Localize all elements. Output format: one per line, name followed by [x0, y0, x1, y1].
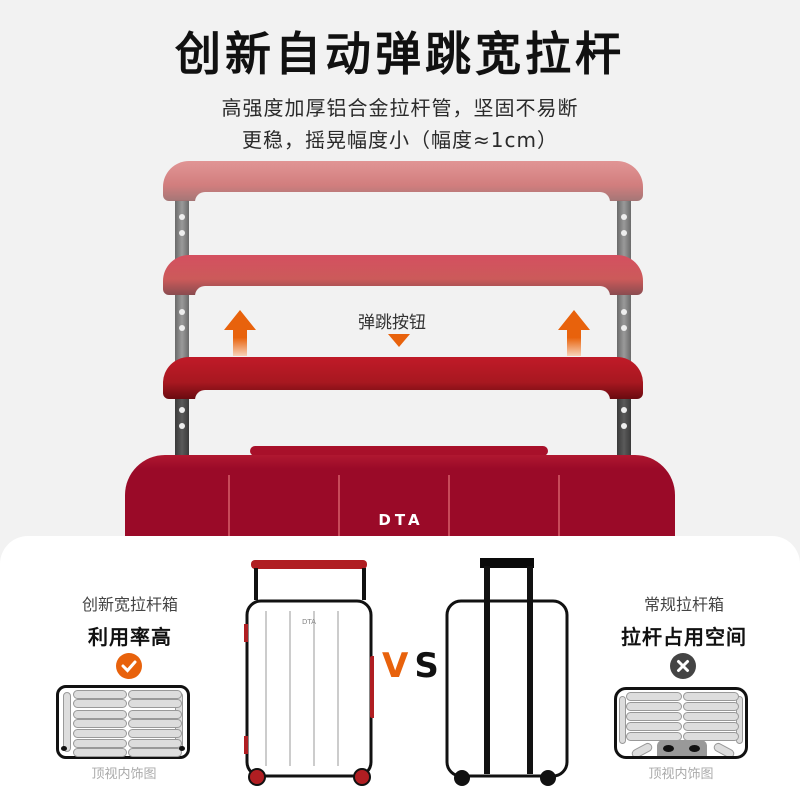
- right-headline: 拉杆占用空间: [621, 625, 747, 649]
- check-icon: [116, 653, 142, 679]
- right-top-view-diagram: [614, 687, 748, 759]
- page-title: 创新自动弹跳宽拉杆: [175, 27, 625, 81]
- mini-logo: DTA: [302, 618, 316, 626]
- vs-s: S: [414, 646, 445, 686]
- luggage-illustration: 弹跳按钮 DTA: [125, 161, 675, 555]
- brand-logo: DTA: [378, 511, 424, 529]
- left-pole-lower: [175, 395, 189, 455]
- vs-v: V: [382, 646, 415, 686]
- comparison-card: 创新宽拉杆箱 利用率高 顶视内饰图 DTA VS: [0, 536, 800, 800]
- left-headline: 利用率高: [88, 625, 172, 649]
- wide-handle-suitcase-icon: DTA: [244, 560, 374, 786]
- arrow-up-icon: [558, 310, 590, 356]
- handle-mechanism: [657, 740, 707, 756]
- left-title: 创新宽拉杆箱: [81, 595, 178, 614]
- subtitle-line-1: 高强度加厚铝合金拉杆管，坚固不易断: [221, 96, 579, 120]
- regular-suitcase-icon: [445, 558, 569, 786]
- bounce-button-label: 弹跳按钮: [358, 313, 426, 333]
- carry-handle: [250, 446, 548, 456]
- right-caption: 顶视内饰图: [648, 767, 714, 782]
- left-caption: 顶视内饰图: [91, 767, 157, 782]
- subtitle-line-2: 更稳，摇晃幅度小（幅度≈1cm）: [242, 128, 558, 152]
- right-title: 常规拉杆箱: [643, 595, 724, 614]
- arrow-up-icon: [224, 310, 256, 356]
- left-top-view-diagram: [56, 685, 190, 759]
- close-icon: [670, 653, 696, 679]
- pointer-down-icon: [388, 334, 410, 347]
- vs-label: VS: [382, 646, 445, 686]
